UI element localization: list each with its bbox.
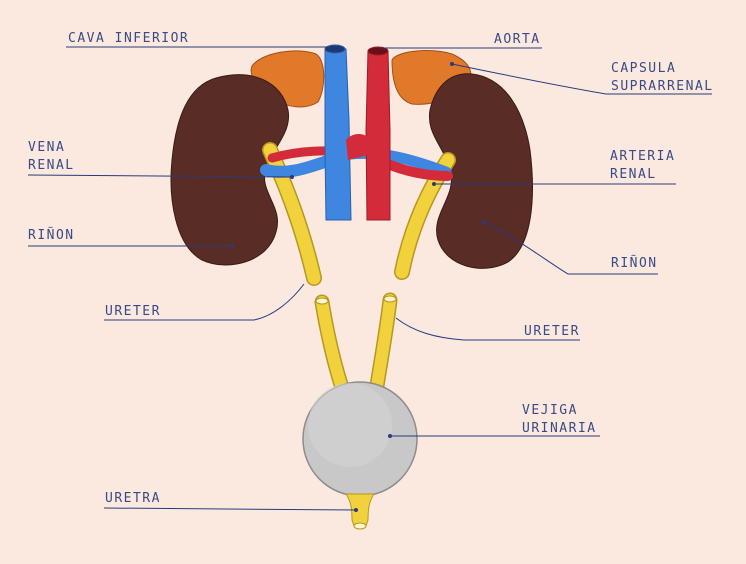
leader-dot (290, 175, 294, 179)
leader-dot (388, 434, 392, 438)
label-ureter-right: URETER (524, 323, 580, 340)
label-rinon-left: RIÑON (28, 227, 75, 244)
aorta (366, 51, 390, 220)
ureter-cut-end (316, 298, 328, 304)
label-uretra: URETRA (105, 490, 161, 507)
vena-cava (325, 49, 351, 220)
leader-dot (482, 220, 486, 224)
leader-dot (450, 62, 454, 66)
urethra-cut-end (354, 523, 366, 529)
leader-dot (354, 508, 358, 512)
label-aorta: AORTA (494, 31, 541, 48)
label-ureter-left: URETER (105, 303, 161, 320)
bladder-shade (308, 383, 392, 467)
label-capsula-line1: CAPSULA (611, 60, 676, 77)
label-vejiga-line1: VEJIGA (522, 402, 578, 419)
leader-line-uretra (104, 508, 356, 510)
ureter-lower-right-fill (376, 300, 390, 392)
vena-cava-cut-end (325, 45, 345, 53)
leader-dot (432, 182, 436, 186)
leader-dot (230, 244, 234, 248)
label-rinon-right: RIÑON (611, 255, 658, 272)
label-vejiga-line2: URINARIA (522, 420, 597, 437)
label-vena-line1: VENA (28, 139, 65, 156)
ureter-cut-end (384, 296, 396, 302)
label-capsula-line2: SUPRARRENAL (611, 78, 714, 95)
label-arteria-line2: RENAL (610, 166, 657, 183)
label-vena-line2: RENAL (28, 157, 75, 174)
label-cava-inferior: CAVA INFERIOR (68, 30, 189, 47)
label-arteria-line1: ARTERIA (610, 148, 675, 165)
